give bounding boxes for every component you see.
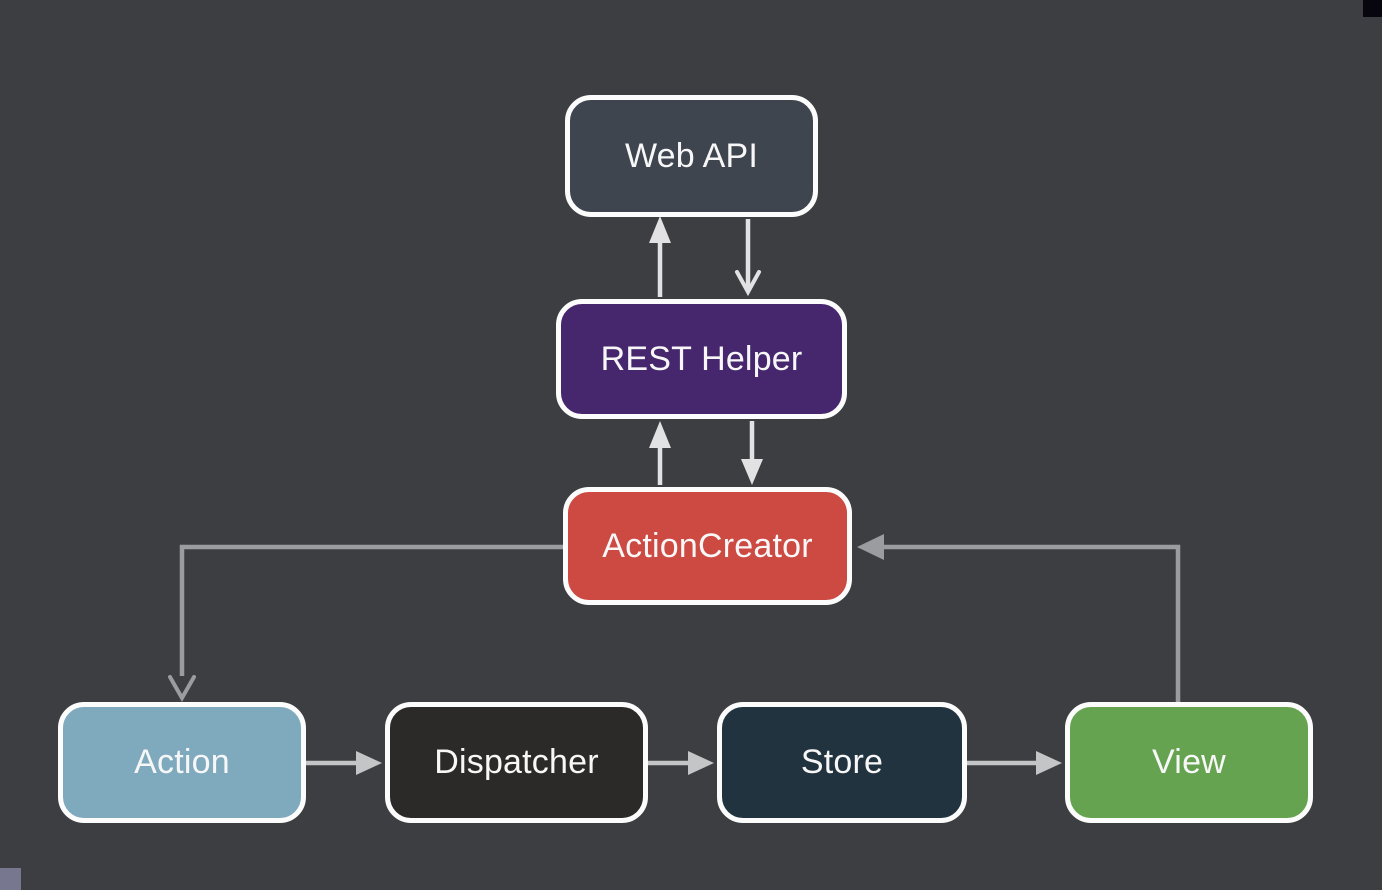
node-action: Action: [58, 702, 306, 823]
edge-action-to-dispatcher: [306, 751, 382, 775]
edge-action-creator-to-action: [168, 544, 563, 703]
node-rest-helper: REST Helper: [556, 299, 847, 419]
edge-elbow-line: [884, 544, 1181, 702]
bottom-left-corner-artifact: [0, 868, 21, 890]
arrowhead-right: [356, 751, 382, 775]
arrowhead-right: [1036, 751, 1062, 775]
node-rest-helper-label: REST Helper: [600, 339, 803, 378]
edge-view-to-action-creator: [857, 534, 1181, 702]
arrowhead-down-open: [168, 675, 196, 703]
node-web-api: Web API: [565, 95, 818, 217]
edge-rest-helper-to-action-creator: [741, 421, 763, 485]
arrowhead-up: [649, 216, 671, 243]
arrowhead-up: [649, 421, 671, 448]
node-view-label: View: [1152, 743, 1226, 781]
node-dispatcher: Dispatcher: [385, 702, 648, 823]
node-action-creator-label: ActionCreator: [602, 526, 813, 565]
edge-action-creator-to-rest-helper: [649, 421, 671, 485]
arrowhead-right: [688, 751, 714, 775]
node-view: View: [1065, 702, 1313, 823]
top-right-corner-artifact: [1363, 0, 1382, 17]
arrowhead-left: [857, 534, 884, 560]
edge-store-to-view: [967, 751, 1062, 775]
edge-elbow-line: [179, 544, 563, 676]
node-action-creator: ActionCreator: [563, 487, 852, 605]
node-store-label: Store: [800, 743, 884, 781]
edge-dispatcher-to-store: [648, 751, 714, 775]
node-dispatcher-label: Dispatcher: [434, 743, 599, 781]
node-store: Store: [717, 702, 967, 823]
edge-web-api-to-rest-helper: [735, 219, 761, 297]
arrowhead-down: [741, 459, 763, 485]
node-web-api-label: Web API: [624, 136, 759, 175]
arrowhead-down-open: [735, 270, 761, 297]
edge-rest-helper-to-web-api: [649, 216, 671, 297]
node-action-label: Action: [134, 743, 230, 781]
